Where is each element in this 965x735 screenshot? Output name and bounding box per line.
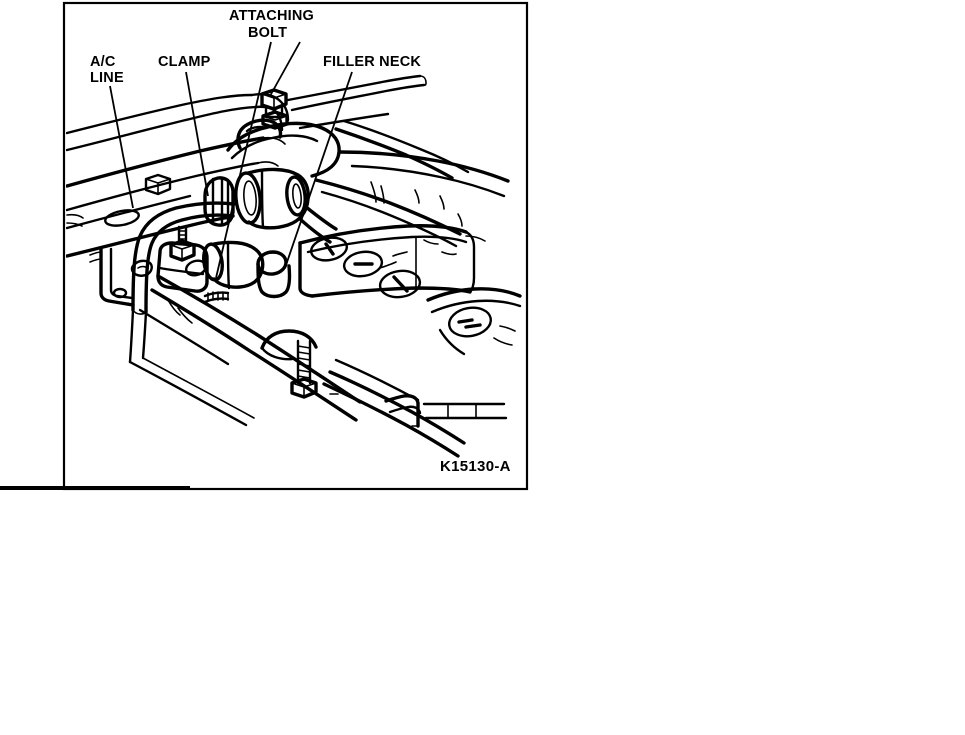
callout-filler-neck-line1: FILLER NECK — [323, 54, 421, 70]
filler-neck-body — [226, 118, 341, 244]
leader-attaching-bolt — [215, 41, 272, 279]
leader-attaching-bolt-2 — [269, 41, 301, 97]
hose-clamp — [203, 176, 235, 227]
part-code-text: K15130-A — [440, 458, 511, 475]
threaded-stud-bolt — [260, 329, 339, 399]
slotted-access-panel — [298, 224, 476, 299]
callout-attaching-bolt-line2: BOLT — [248, 25, 287, 41]
leader-clamp — [185, 71, 209, 197]
attaching-bolt-head — [260, 88, 289, 130]
callout-ac-line-line2: LINE — [90, 70, 124, 86]
callout-ac-line-line1: A/C — [90, 54, 116, 70]
lower-body-rail — [322, 358, 508, 458]
corrugated-hose — [203, 291, 230, 304]
callout-ac-line: A/C LINE — [90, 54, 124, 86]
figure-part-code: K15130-A — [440, 458, 511, 475]
valve-fitting-block — [156, 225, 292, 299]
floor-pan-edges — [128, 357, 255, 427]
right-flange-panel — [426, 287, 522, 356]
callout-filler-neck: FILLER NECK — [323, 54, 421, 70]
callout-attaching-bolt-line1: ATTACHING — [229, 8, 314, 24]
left-frame-rail — [66, 136, 286, 277]
figure-frame — [62, 1, 529, 491]
leader-filler-neck — [284, 71, 353, 269]
lower-crossmember — [138, 274, 362, 422]
leader-ac-line — [109, 85, 134, 209]
line-art-assembly — [66, 74, 522, 458]
left-mounting-bracket — [89, 247, 135, 307]
callout-leaders — [109, 41, 353, 279]
callout-clamp: CLAMP — [158, 54, 211, 70]
callout-clamp-line1: CLAMP — [158, 54, 211, 70]
callout-attaching-bolt: ATTACHING BOLT — [229, 8, 314, 41]
